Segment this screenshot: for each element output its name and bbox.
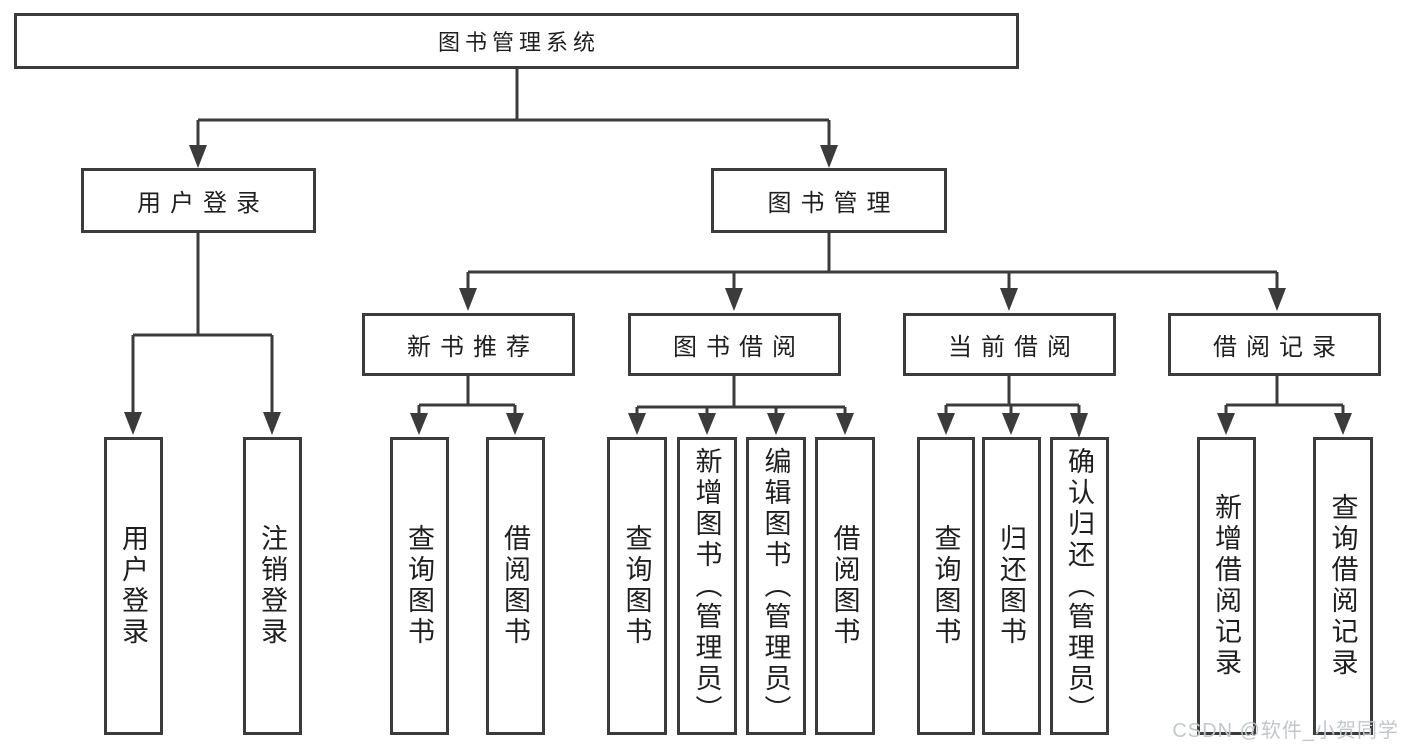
leaf-borrow-books: 借阅图书 <box>815 437 875 735</box>
leaf-query-books-borrow: 查询图书 <box>607 437 667 735</box>
leaf-confirm-return-admin: 确认归还（管理员） <box>1050 437 1109 735</box>
node-label: 编辑图书（管理员） <box>760 446 791 726</box>
node-user-login: 用户登录 <box>81 168 316 233</box>
node-label: 图书管理系统 <box>437 30 600 55</box>
leaf-query-books-current: 查询图书 <box>917 437 975 735</box>
node-current-borrow: 当前借阅 <box>903 313 1116 376</box>
node-label: 归还图书 <box>996 524 1026 648</box>
node-label: 借阅记录 <box>1213 334 1345 361</box>
leaf-add-book-admin: 新增图书（管理员） <box>677 437 737 735</box>
leaf-add-borrow-record: 新增借阅记录 <box>1197 437 1256 735</box>
leaf-logout: 注销登录 <box>243 437 302 735</box>
node-label: 确认归还（管理员） <box>1064 446 1094 726</box>
node-book-management: 图书管理 <box>711 168 947 233</box>
node-label: 新书推荐 <box>407 334 539 361</box>
node-label: 图书借阅 <box>673 334 805 361</box>
node-label: 注销登录 <box>257 524 287 648</box>
leaf-query-borrow-record: 查询借阅记录 <box>1313 437 1373 735</box>
node-label: 用户登录 <box>137 190 269 217</box>
leaf-user-login: 用户登录 <box>104 437 163 735</box>
node-borrow-records: 借阅记录 <box>1168 313 1381 376</box>
leaf-query-books-recommend: 查询图书 <box>390 437 449 735</box>
node-label: 查询图书 <box>930 524 961 648</box>
node-label: 图书管理 <box>767 190 900 217</box>
node-system-root: 图书管理系统 <box>14 13 1019 69</box>
node-new-book-recommend: 新书推荐 <box>362 313 575 376</box>
node-label: 新增图书（管理员） <box>691 446 722 726</box>
node-label: 借阅图书 <box>829 524 860 648</box>
node-label: 当前借阅 <box>948 334 1080 361</box>
node-label: 新增借阅记录 <box>1211 493 1241 679</box>
leaf-return-book: 归还图书 <box>982 437 1041 735</box>
leaf-edit-book-admin: 编辑图书（管理员） <box>746 437 806 735</box>
node-label: 查询图书 <box>621 524 652 648</box>
node-book-borrow: 图书借阅 <box>628 313 841 376</box>
leaf-borrow-books-recommend: 借阅图书 <box>486 437 545 735</box>
node-label: 用户登录 <box>118 524 148 648</box>
csdn-watermark: CSDN @软件_小贺同学 <box>1172 720 1399 742</box>
node-label: 查询借阅记录 <box>1327 493 1358 679</box>
node-label: 查询图书 <box>404 524 434 648</box>
node-label: 借阅图书 <box>500 524 530 648</box>
